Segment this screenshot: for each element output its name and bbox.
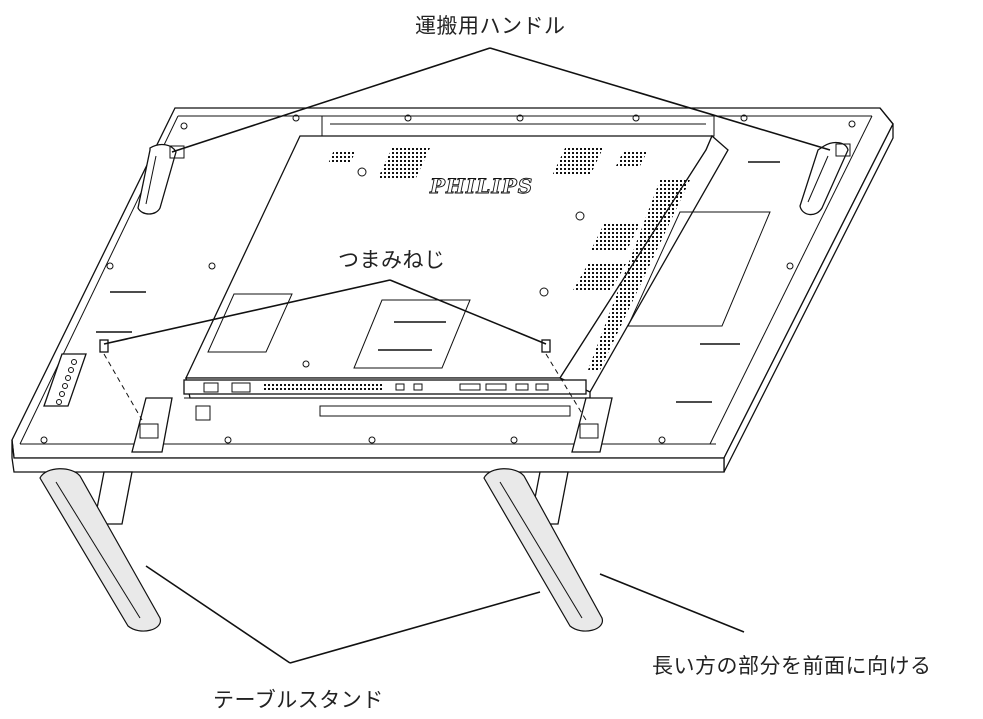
label-table-stands: テーブルスタンド	[213, 688, 384, 712]
label-thumbscrews: つまみねじ	[338, 248, 446, 272]
screw-hole	[740, 114, 748, 122]
screw-hole	[180, 122, 188, 130]
vent-grille	[590, 224, 640, 252]
leader-stand-right	[289, 591, 541, 664]
button	[62, 383, 68, 389]
bracket-right-detail	[579, 423, 599, 439]
screw-holes	[40, 114, 856, 444]
io-vent	[262, 384, 382, 390]
handle-right	[799, 141, 849, 216]
screw-hole	[848, 120, 856, 128]
bottom-slot	[195, 405, 211, 421]
screw-hole	[786, 262, 794, 270]
side-button-panel	[43, 353, 87, 407]
bracket-left-detail	[139, 423, 159, 439]
vent-grille	[572, 264, 626, 292]
leader-lines	[103, 47, 831, 664]
button-panel	[43, 353, 87, 407]
stand-left-foot	[39, 468, 161, 632]
leader-stand-left	[145, 565, 291, 664]
vent-grille	[552, 146, 604, 176]
screw-hole	[357, 167, 367, 177]
button	[56, 399, 62, 405]
ac-inlet	[231, 382, 251, 393]
brand-logo: PHILIPS	[429, 174, 533, 198]
label-sticker	[207, 293, 293, 353]
connector-strip	[183, 379, 587, 421]
handle-left-mount	[169, 145, 185, 159]
button	[65, 375, 71, 381]
port	[459, 383, 481, 391]
handle-right-detail	[807, 155, 829, 203]
insertion-path-right	[545, 353, 587, 421]
screw-hole	[368, 436, 376, 444]
leader-handle-right	[489, 47, 831, 151]
thumbscrew-left	[99, 339, 109, 353]
port	[515, 383, 529, 391]
leader-handle-left	[171, 47, 491, 153]
stand-right-foot	[483, 468, 603, 632]
insertion-path-left	[103, 353, 143, 421]
screw-hole	[658, 436, 666, 444]
vent-grille	[378, 148, 430, 178]
screw-hole	[224, 436, 232, 444]
label-carrying-handles: 運搬用ハンドル	[415, 14, 566, 38]
vent-grille	[616, 150, 648, 166]
leader-screw-right	[389, 279, 547, 345]
right-sticker	[627, 211, 771, 327]
stand-right-ridge	[499, 481, 583, 619]
power-switch	[203, 382, 219, 393]
screw-hole	[516, 114, 524, 122]
screw-hole	[106, 262, 114, 270]
stand-left-ridge	[55, 481, 141, 619]
handle-right-mount	[835, 143, 851, 157]
port	[395, 383, 405, 391]
screw-hole	[208, 262, 216, 270]
screw-hole	[302, 360, 310, 368]
screw-hole	[575, 211, 585, 221]
panel-bottom-edge	[11, 439, 725, 473]
panel-inner-right-line	[709, 115, 873, 445]
handle-left-detail	[145, 155, 157, 205]
screw-hole	[510, 436, 518, 444]
leader-screw-left	[103, 279, 391, 345]
table-stands	[39, 468, 603, 632]
thumbscrew-right	[541, 339, 551, 353]
port	[485, 383, 507, 391]
label-long-side-front: 長い方の部分を前面に向ける	[652, 654, 932, 678]
button	[59, 391, 65, 397]
screw-hole	[404, 114, 412, 122]
display-panel: PHILIPS	[11, 107, 894, 473]
vent-grilles	[328, 146, 690, 370]
screw-hole	[539, 287, 549, 297]
screw-hole	[632, 114, 640, 122]
thumbscrews	[99, 339, 587, 421]
leader-front	[599, 573, 745, 633]
port	[535, 383, 549, 391]
vent-grille	[328, 150, 356, 164]
screw-hole	[40, 436, 48, 444]
screw-hole	[292, 114, 300, 122]
button	[71, 359, 77, 365]
button	[68, 367, 74, 373]
bottom-slot-long	[319, 405, 571, 417]
port	[413, 383, 423, 391]
side-vent-strip	[588, 180, 690, 370]
